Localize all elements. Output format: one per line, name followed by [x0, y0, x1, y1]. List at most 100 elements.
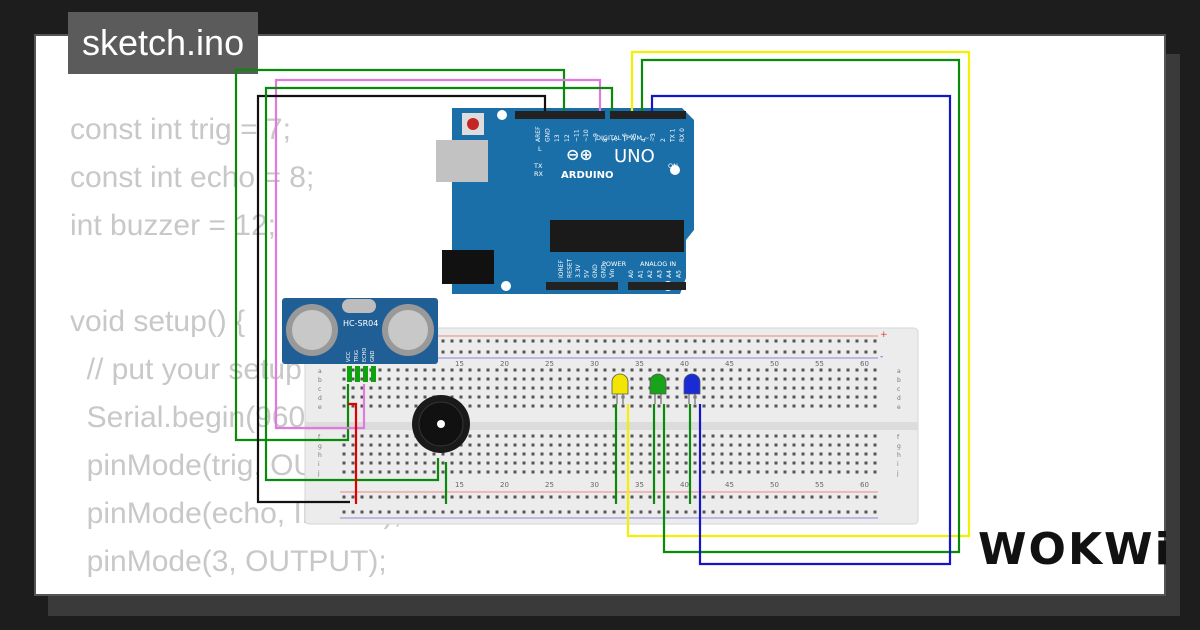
wire-echo-pink	[274, 78, 602, 430]
analog-pin-label: A3	[657, 270, 664, 278]
power-pin-label: GND	[592, 264, 599, 278]
led-green[interactable]	[649, 373, 667, 404]
led-yellow[interactable]	[611, 373, 629, 404]
led-rx-label: RX	[534, 170, 544, 178]
row-letter: a	[897, 368, 901, 375]
board-model-label: UNO	[614, 146, 655, 167]
column-number: 25	[545, 360, 554, 368]
sensor-pin-label: VCC	[346, 351, 352, 362]
digital-pin-label: 2	[660, 138, 667, 142]
sensor-pin-label: ECHO	[362, 348, 368, 362]
analog-pin-label: A4	[666, 270, 673, 278]
analog-header-label: ANALOG IN	[640, 260, 676, 268]
infinity-logo-icon: ⊖⊕	[566, 145, 593, 164]
row-letter: b	[318, 377, 322, 384]
code-line: int buzzer = 12;	[70, 209, 276, 242]
row-letter: a	[318, 368, 322, 375]
sensor-pin	[355, 366, 360, 382]
power-pin-label: IOREF	[558, 260, 565, 278]
sensor-model-label: HC-SR04	[343, 319, 378, 328]
digital-pin-label: ~10	[583, 129, 590, 142]
digital-header-label: DIGITAL (PWM ~)	[596, 134, 652, 142]
reset-button[interactable]	[467, 118, 479, 130]
power-pin-label: 5V	[584, 269, 591, 278]
row-letter: g	[897, 443, 901, 450]
column-number: 60	[860, 360, 869, 368]
row-letter: e	[897, 404, 901, 411]
digital-pin-label: AREF	[535, 126, 542, 142]
column-number: 30	[590, 360, 599, 368]
digital-pin-label: 12	[564, 134, 571, 142]
breadboard: + - 151520202525303035354040454550505555…	[304, 327, 919, 525]
row-letter: f	[897, 434, 900, 441]
column-number: 45	[725, 360, 734, 368]
rail-plus-label: +	[880, 330, 888, 340]
row-letter: g	[318, 443, 322, 450]
wokwi-logo: WOKWi	[978, 524, 1172, 575]
file-tab[interactable]: sketch.ino	[68, 12, 259, 74]
digital-pin-label: ~9	[593, 133, 600, 142]
leds	[611, 373, 701, 404]
digital-pin-label: 4	[641, 138, 648, 142]
column-number: 15	[455, 481, 464, 489]
led-tx-label: TX	[533, 162, 543, 170]
code-line: pinMode(trig, OUTPUT);	[70, 449, 412, 482]
digital-pin-label: 8	[602, 138, 609, 142]
row-letter: c	[318, 386, 321, 393]
digital-pin-label: GND	[545, 128, 552, 142]
column-number: 50	[770, 481, 779, 489]
digital-pin-label: ~11	[573, 129, 580, 142]
row-letter: b	[897, 377, 901, 384]
column-number: 40	[680, 360, 689, 368]
column-number: 35	[635, 481, 644, 489]
microcontroller-chip	[550, 220, 684, 252]
sensor-pin	[371, 366, 376, 382]
row-letter: d	[897, 395, 901, 402]
usb-port	[436, 140, 488, 182]
row-letter: d	[318, 395, 322, 402]
on-label: ON	[668, 162, 678, 170]
row-letter: h	[318, 452, 322, 459]
digital-pin-label: ~6	[621, 133, 628, 142]
wire-vcc-red	[348, 402, 358, 504]
column-number: 15	[455, 360, 464, 368]
column-number: 30	[590, 481, 599, 489]
column-number: 45	[725, 481, 734, 489]
digital-pin-label: ~3	[650, 133, 657, 142]
digital-pin-label: RX 0	[679, 128, 686, 142]
analog-pin-label: A1	[638, 270, 645, 278]
digital-pin-label: 13	[554, 134, 561, 142]
column-number: 55	[815, 481, 824, 489]
code-line: pinMode(3, OUTPUT);	[70, 545, 387, 578]
column-number: 60	[860, 481, 869, 489]
row-letter: c	[897, 386, 900, 393]
code-line: void setup() {	[70, 305, 246, 338]
sensor-pin	[363, 366, 368, 382]
column-number: 55	[815, 360, 824, 368]
wire-gnd-black	[256, 94, 547, 504]
wire-buzzer-green	[264, 86, 614, 482]
row-letter: e	[318, 404, 322, 411]
analog-pin-label: A5	[676, 270, 683, 278]
wire-green-led	[640, 58, 961, 554]
piezo-buzzer[interactable]	[412, 395, 470, 453]
arduino-uno[interactable]: ⊖⊕ UNO ARDUINO DIGITAL (PWM ~) ON L TX R…	[436, 108, 694, 294]
column-number: 35	[635, 360, 644, 368]
power-pin-label: GND	[601, 264, 608, 278]
led-blue[interactable]	[683, 373, 701, 404]
sensor-pin-label: TRIG	[354, 350, 360, 363]
column-number: 25	[545, 481, 554, 489]
sensor-pin-label: GND	[370, 350, 376, 362]
power-jack	[442, 250, 494, 284]
row-letter: j	[896, 470, 899, 477]
digital-pin-label: 7	[612, 138, 619, 142]
power-pin-label: 3.3V	[575, 263, 582, 278]
digital-pin-label: ~5	[631, 133, 638, 142]
power-pin-label: RESET	[567, 258, 574, 278]
